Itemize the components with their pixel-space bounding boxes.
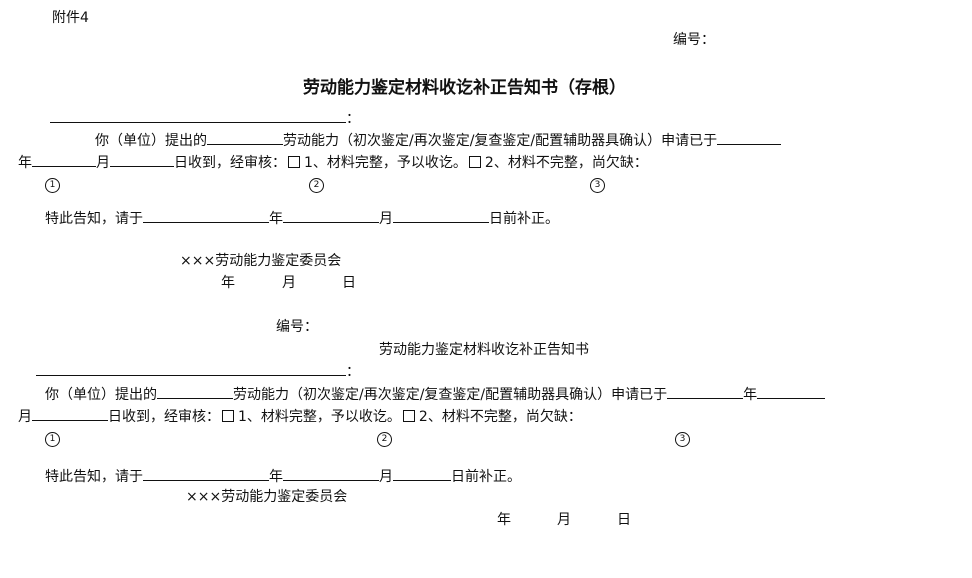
stub-committee-name: ×××劳动能力鉴定委员会: [180, 253, 342, 269]
stub-date-year: 年: [221, 275, 235, 291]
notice-body-line1: 你（单位）提出的劳动能力（初次鉴定/再次鉴定/复查鉴定/配置辅助器具确认）申请已…: [45, 384, 826, 404]
notice-date-month: 月: [557, 512, 571, 528]
notice-apply-month-blank[interactable]: [757, 384, 826, 399]
stub-addressee-line: ：: [50, 108, 360, 128]
notice-checkbox-complete[interactable]: [222, 410, 234, 422]
stub-deadline-day-blank[interactable]: [393, 208, 489, 223]
stub-missing-item-1: 1: [45, 174, 60, 193]
notice-addressee-line: ：: [36, 361, 360, 381]
notice-type-blank[interactable]: [157, 384, 233, 399]
notice-deadline-month-blank[interactable]: [283, 466, 379, 481]
notice-deadline-day-blank[interactable]: [393, 466, 451, 481]
stub-title: 劳动能力鉴定材料收讫补正告知书（存根）: [303, 78, 626, 98]
notice-addressee-blank[interactable]: [36, 361, 346, 376]
stub-missing-item-3: 3: [590, 174, 605, 193]
notice-checkbox-incomplete[interactable]: [402, 410, 415, 422]
notice-received-day-blank[interactable]: [32, 406, 108, 421]
notice-missing-item-3: 3: [675, 428, 690, 447]
notice-serial-number-label: 编号：: [276, 319, 318, 335]
notice-deadline-year-blank[interactable]: [143, 466, 269, 481]
notice-notice-line: 特此告知，请于年月日前补正。: [45, 466, 521, 486]
stub-type-blank[interactable]: [207, 130, 283, 145]
notice-committee-name: ×××劳动能力鉴定委员会: [186, 489, 348, 505]
stub-checkbox-incomplete[interactable]: [468, 156, 481, 168]
stub-deadline-year-blank[interactable]: [143, 208, 269, 223]
stub-date-day: 日: [342, 275, 356, 291]
stub-apply-blank[interactable]: [717, 130, 782, 145]
notice-body-line2: 月日收到，经审核：1、材料完整，予以收讫。2、材料不完整，尚欠缺：: [18, 406, 582, 426]
notice-date-day: 日: [617, 512, 631, 528]
notice-missing-item-2: 2: [377, 428, 392, 447]
notice-apply-year-blank[interactable]: [667, 384, 744, 399]
stub-date-month: 月: [282, 275, 296, 291]
notice-date-year: 年: [497, 512, 511, 528]
stub-body-line2: 年月日收到，经审核：1、材料完整，予以收讫。2、材料不完整，尚欠缺：: [18, 152, 648, 172]
stub-body-line1: 你（单位）提出的劳动能力（初次鉴定/再次鉴定/复查鉴定/配置辅助器具确认）申请已…: [95, 130, 782, 150]
stub-checkbox-complete[interactable]: [288, 156, 300, 168]
stub-addressee-blank[interactable]: [50, 108, 346, 123]
serial-number-label: 编号：: [673, 32, 715, 48]
stub-received-year-blank[interactable]: [32, 152, 96, 167]
attachment-label: 附件4: [52, 10, 89, 26]
stub-received-month-blank[interactable]: [110, 152, 174, 167]
stub-missing-item-2: 2: [309, 174, 324, 193]
stub-notice-line: 特此告知，请于年月日前补正。: [45, 208, 559, 228]
notice-missing-item-1: 1: [45, 428, 60, 447]
notice-title: 劳动能力鉴定材料收讫补正告知书: [379, 342, 589, 358]
stub-deadline-month-blank[interactable]: [283, 208, 379, 223]
